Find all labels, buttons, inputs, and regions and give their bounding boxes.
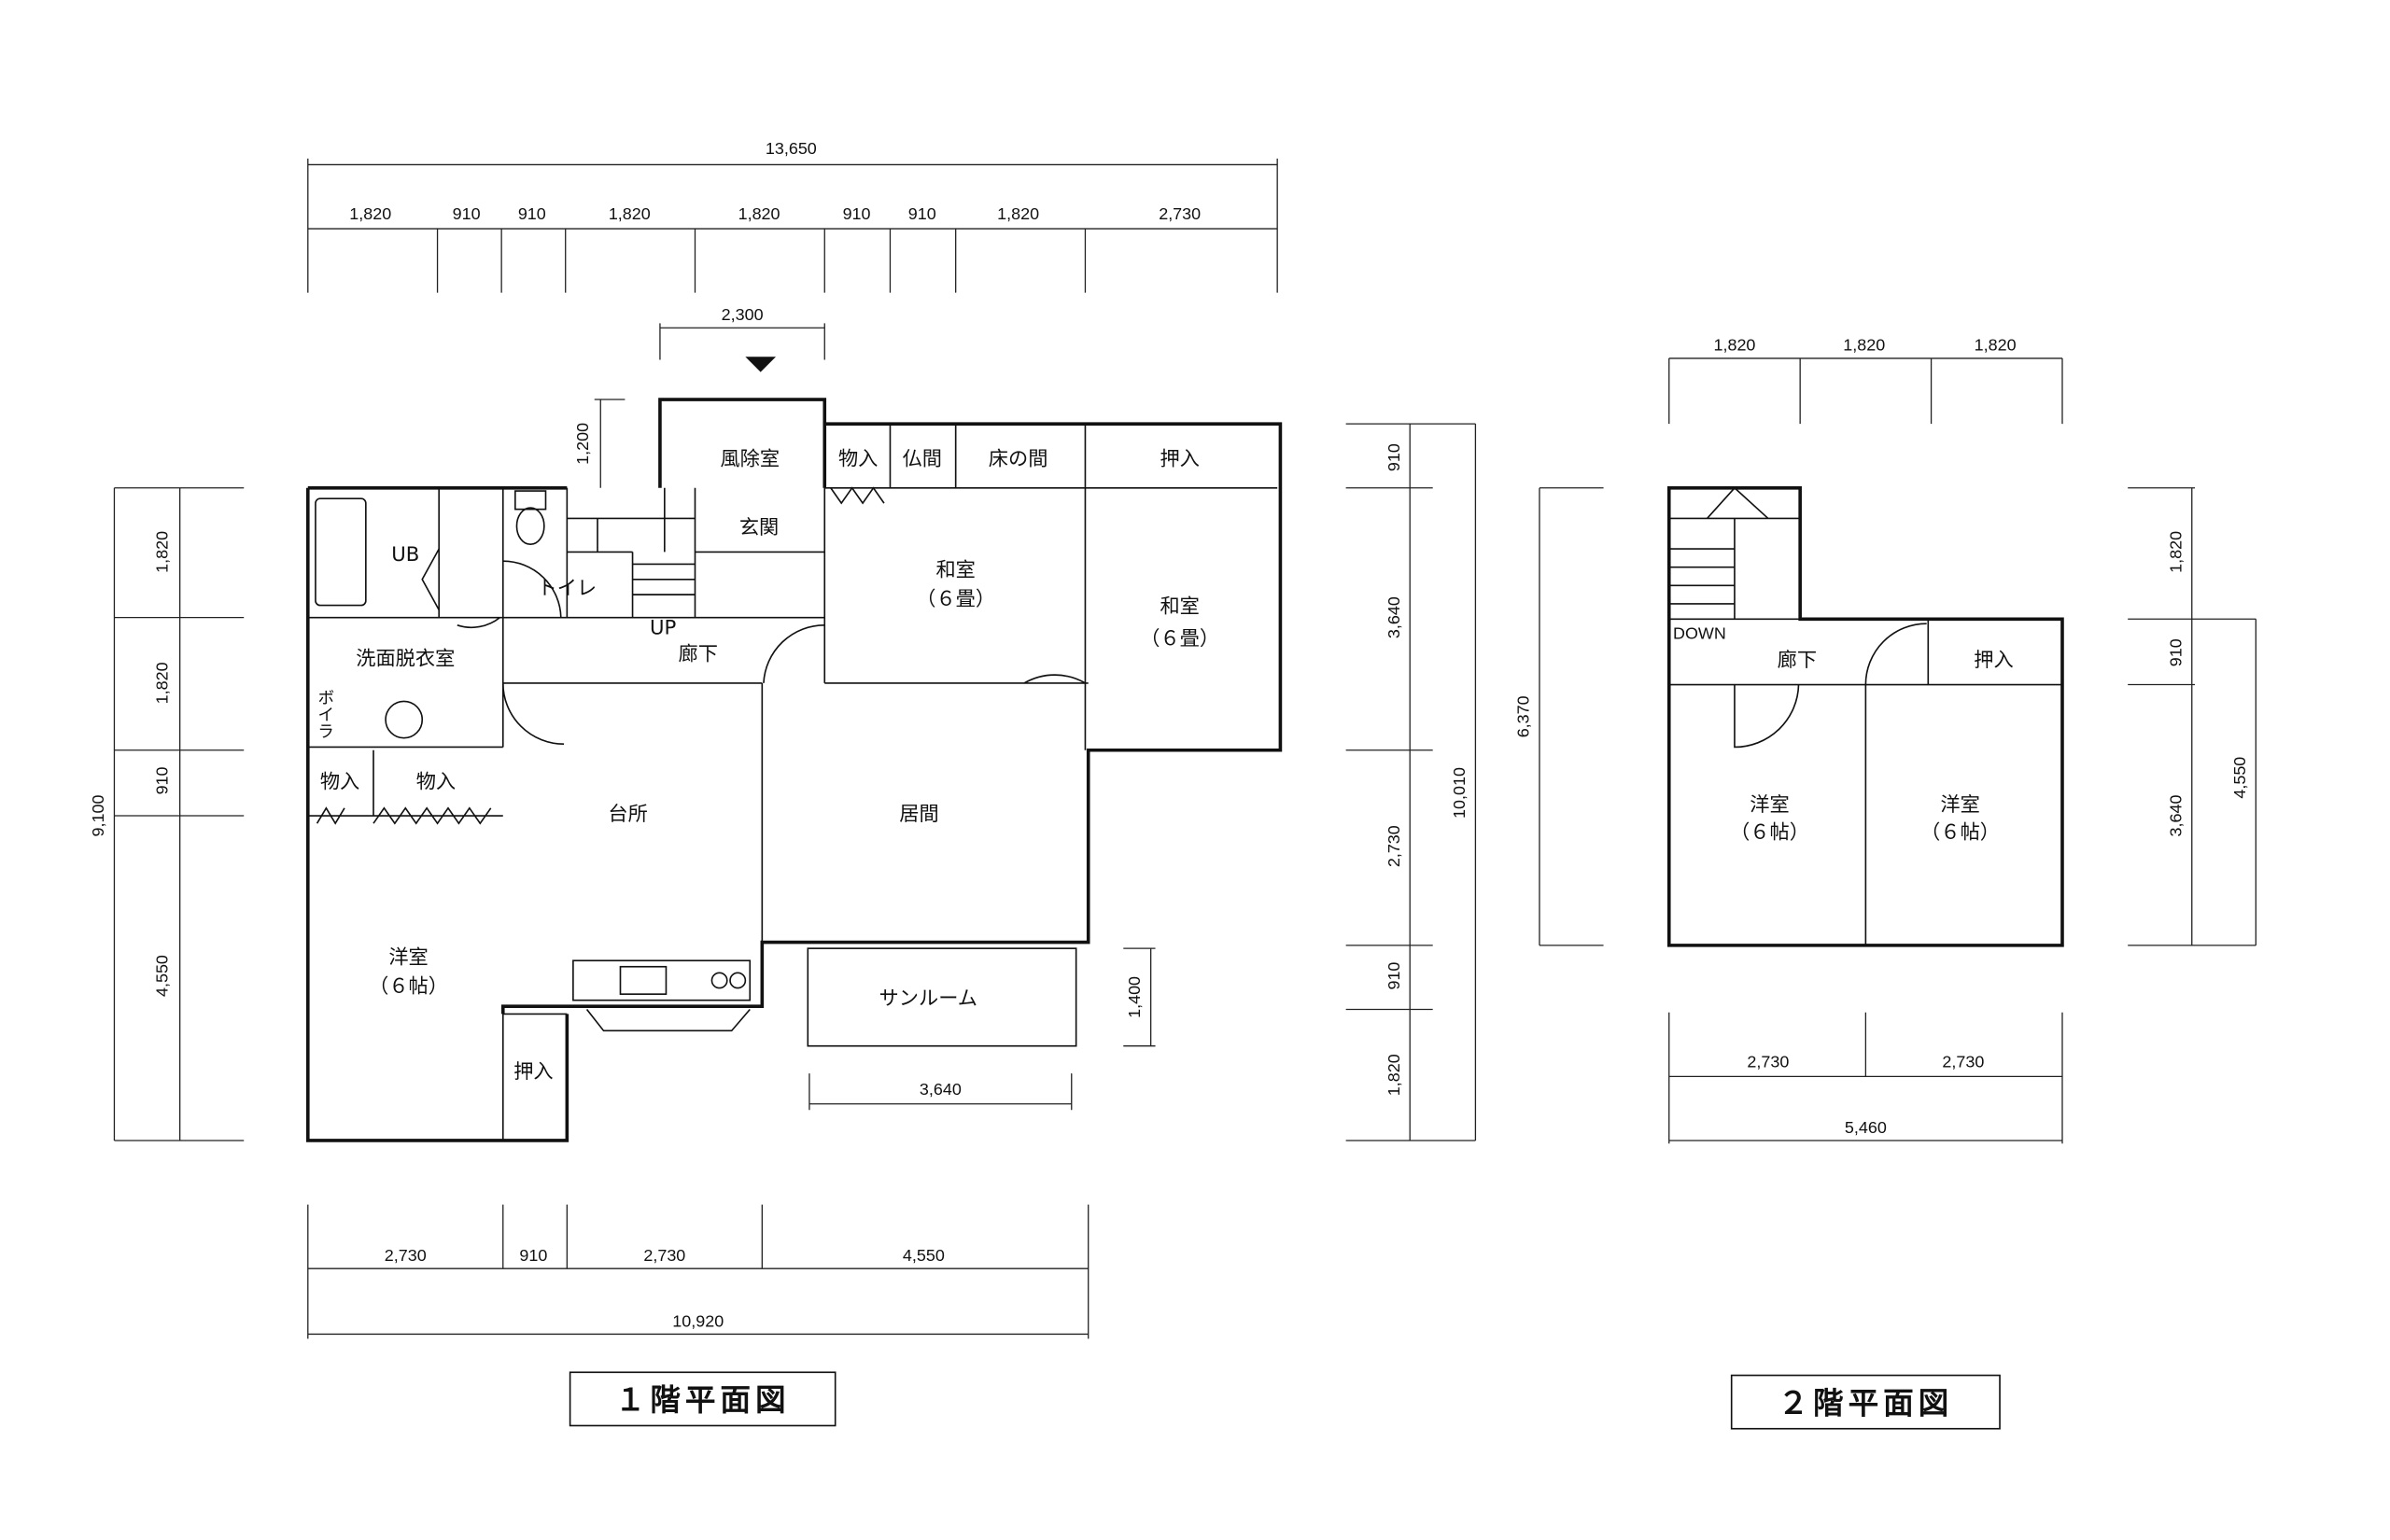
- room-unit-bath: UB: [391, 543, 419, 567]
- room-washitsu-1-size: （６畳）: [916, 588, 995, 611]
- floor1-walls: [306, 398, 1283, 1142]
- dim-top-total: 13,650: [766, 139, 817, 158]
- label-stairs-up: UP: [650, 617, 677, 640]
- room-washitsu-2-size: （６畳）: [1140, 627, 1219, 651]
- dim-top-segment: 2,730: [1159, 204, 1201, 223]
- room-storage: 物入: [838, 447, 878, 470]
- dim-left-segment: 4,550: [153, 955, 172, 997]
- room-toilet: トイレ: [538, 577, 598, 600]
- dim-top-segment: 910: [453, 204, 481, 223]
- dim2-bottom-segment: 2,730: [1747, 1053, 1789, 1071]
- room-living: 居間: [899, 803, 938, 826]
- dim-sunroom-width: 3,640: [920, 1080, 962, 1099]
- dim-right-segment: 910: [1385, 443, 1403, 471]
- room-storage-left: 物入: [320, 771, 359, 794]
- dim-right-segment: 3,640: [1385, 596, 1403, 638]
- room-boiler: ボイラ: [315, 689, 334, 739]
- room2-western-1-size: （６帖）: [1730, 821, 1809, 845]
- floor2-title: ２階平面図: [1778, 1385, 1954, 1421]
- dim-porch-depth: 1,200: [573, 423, 592, 465]
- floor2-walls: [1666, 485, 2064, 947]
- dim-top-segment: 1,820: [609, 204, 651, 223]
- floor1-dimension-lines: [113, 158, 1477, 1339]
- dim-left-segment: 1,820: [153, 531, 172, 573]
- floor2-dimension-lines: [1539, 357, 2256, 1144]
- room-butsuma: 仏間: [903, 447, 942, 470]
- dim-right-total: 10,010: [1450, 767, 1469, 819]
- dim-entrance-width: 2,300: [722, 305, 764, 324]
- dim2-right-segment: 910: [2166, 638, 2185, 666]
- dim2-top-segment: 1,820: [1843, 336, 1885, 355]
- dim-left-total: 9,100: [89, 795, 107, 837]
- room-tokonoma: 床の間: [989, 447, 1048, 470]
- room-western: 洋室: [388, 945, 428, 969]
- dim-right-segment: 1,820: [1385, 1054, 1403, 1096]
- room-washitsu-1: 和室: [935, 559, 975, 582]
- dim-bottom-segment: 910: [519, 1246, 547, 1265]
- dim2-right-segment: 1,820: [2166, 531, 2185, 573]
- room-hallway: 廊下: [679, 642, 718, 665]
- dim-top-segment: 910: [518, 204, 546, 223]
- room-oshiire: 押入: [1160, 447, 1199, 470]
- floor2-title-frame: [1730, 1374, 2001, 1430]
- dim2-bottom-segment: 2,730: [1942, 1053, 1984, 1071]
- dim2-right-segment: 3,640: [2166, 795, 2185, 837]
- dim-bottom-segment: 2,730: [643, 1246, 685, 1265]
- dim2-right-total: 4,550: [2230, 757, 2249, 799]
- dim-right-segment: 910: [1385, 962, 1403, 990]
- room2-western-2-size: （６帖）: [1920, 821, 2000, 845]
- label-stairs-down: DOWN: [1673, 624, 1726, 643]
- floor1-title-frame: [569, 1371, 836, 1427]
- dim-top-segment: 1,820: [997, 204, 1039, 223]
- dim-top-segment: 1,820: [349, 204, 391, 223]
- dim-bottom-total: 10,920: [672, 1311, 724, 1330]
- room2-western-1: 洋室: [1750, 793, 1789, 817]
- dim2-top-segment: 1,820: [1713, 336, 1755, 355]
- entrance-arrow-icon: [745, 357, 777, 372]
- room-storage-right: 物入: [416, 771, 456, 794]
- room-washitsu-2: 和室: [1160, 595, 1199, 619]
- dim2-bottom-total: 5,460: [1845, 1118, 1887, 1137]
- room-western-size: （６帖）: [369, 975, 448, 999]
- room-kitchen: 台所: [608, 803, 647, 826]
- room-entrance: 玄関: [739, 516, 779, 539]
- dim-sunroom-depth: 1,400: [1125, 976, 1144, 1018]
- dim-bottom-segment: 4,550: [903, 1246, 945, 1265]
- dim-left-segment: 1,820: [153, 662, 172, 704]
- room-oshiire-bottom: 押入: [513, 1060, 553, 1084]
- dim-left-segment: 910: [153, 766, 172, 794]
- room2-western-2: 洋室: [1940, 793, 1979, 817]
- room-windbreak: 風除室: [720, 447, 780, 470]
- dim-top-segment: 910: [908, 204, 936, 223]
- dim-top-segment: 910: [843, 204, 871, 223]
- room-washroom: 洗面脱衣室: [356, 647, 455, 670]
- room-sunroom: サンルーム: [879, 987, 977, 1011]
- dim2-left-total: 6,370: [1514, 695, 1533, 737]
- room2-hallway: 廊下: [1778, 649, 1817, 672]
- dim-right-segment: 2,730: [1385, 825, 1403, 867]
- dim2-top-segment: 1,820: [1975, 336, 2017, 355]
- dim-top-segment: 1,820: [738, 204, 780, 223]
- room2-oshiire: 押入: [1974, 649, 2013, 672]
- floor1-title: １階平面図: [615, 1382, 791, 1418]
- dim-bottom-segment: 2,730: [385, 1246, 427, 1265]
